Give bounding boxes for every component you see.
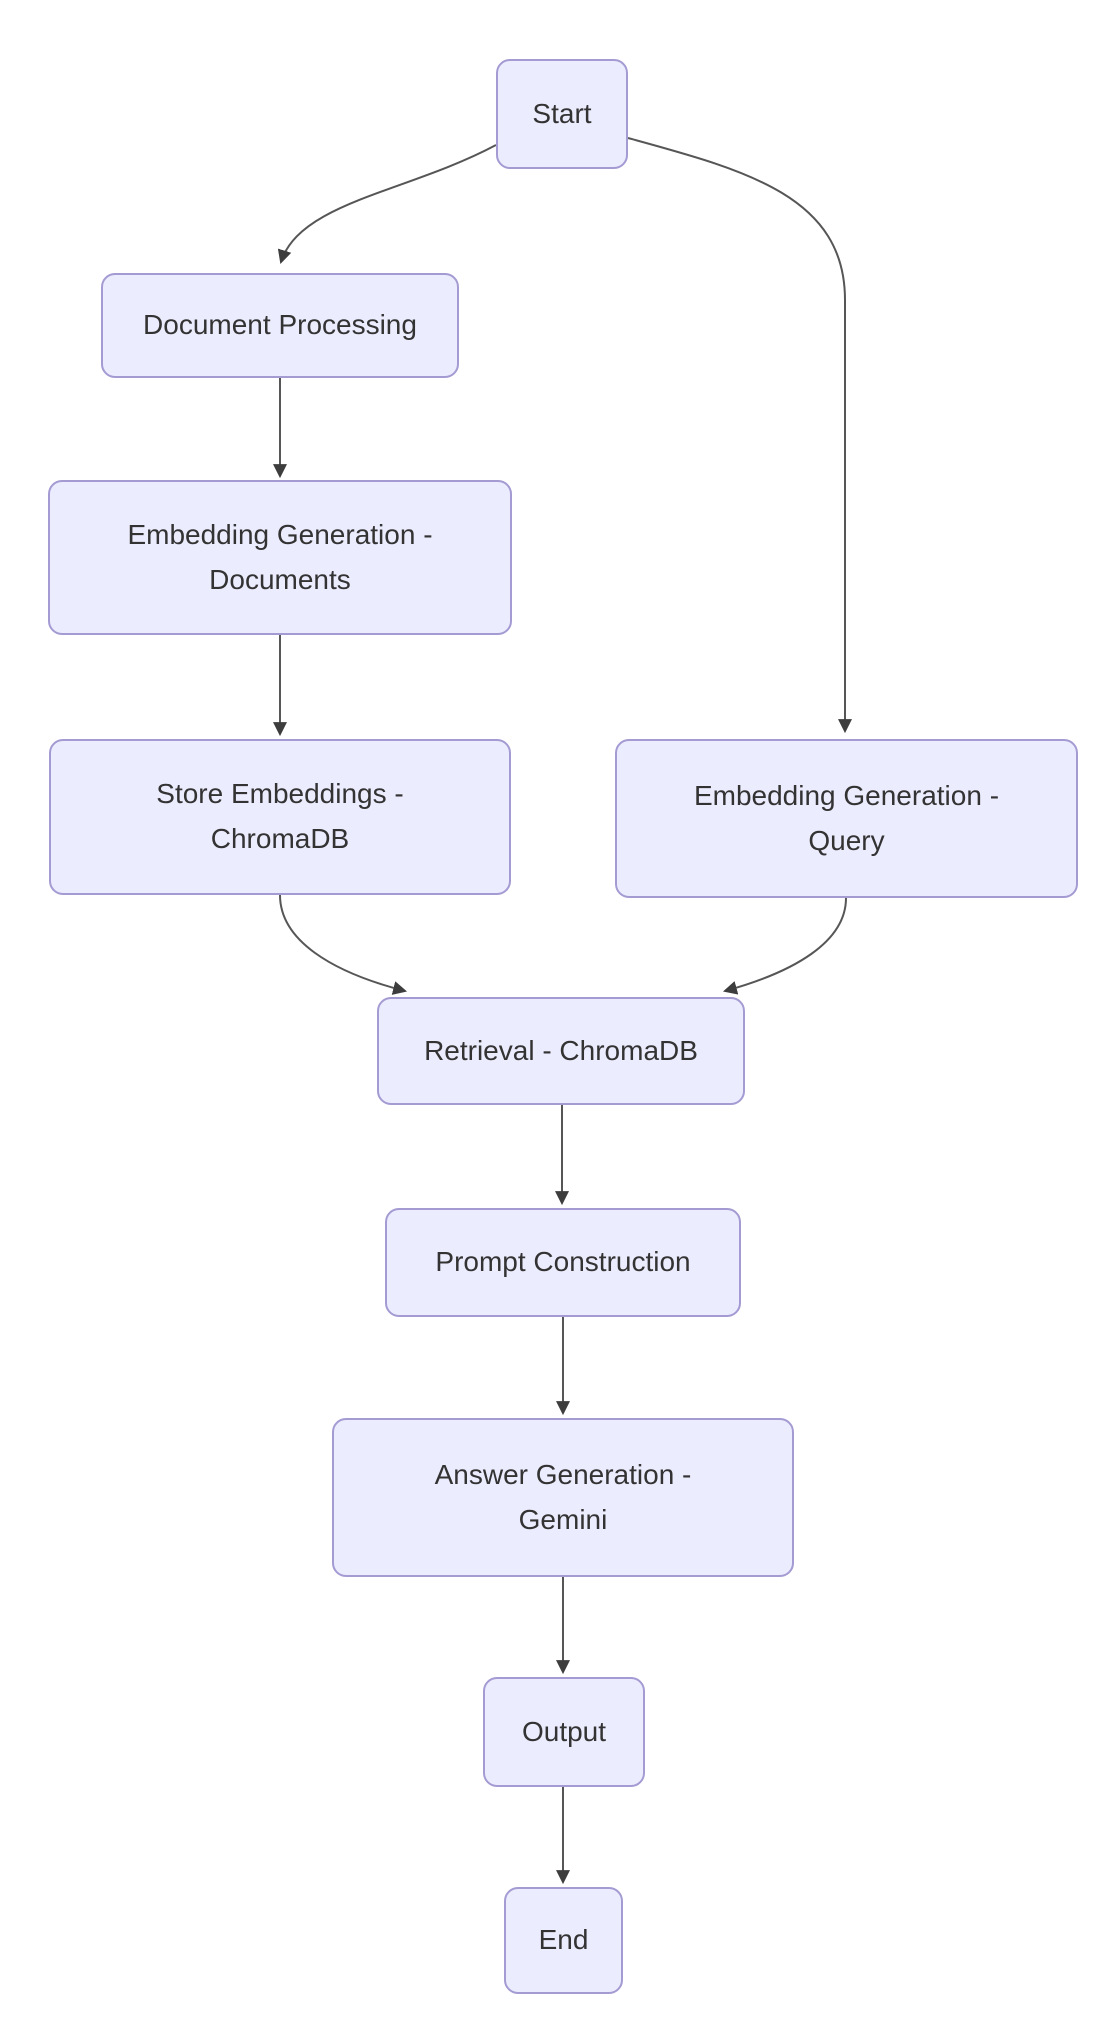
node-output-line-1: Output [521,1715,607,1747]
node-prompt-construction-line-1: Prompt Construction [435,1246,691,1278]
node-output: Output [483,1677,645,1787]
node-store-embeddings-chromadb-line-1: Store Embeddings - [156,778,404,810]
node-embedding-generation-query: Embedding Generation - Query [615,739,1078,898]
node-document-processing-label: Document Processing [143,303,417,348]
node-retrieval-chromadb-label: Retrieval - ChromaDB [424,1029,698,1074]
node-end-label: End [539,1918,589,1963]
node-answer-generation-gemini-line-2: Gemini [518,1503,608,1535]
edge-store-embeddings-to-retrieval [279,894,408,995]
node-document-processing: Document Processing [101,273,459,378]
node-embedding-generation-documents-label: Embedding Generation - Documents [127,513,432,603]
node-prompt-construction: Prompt Construction [385,1208,741,1317]
node-embedding-generation-query-line-1: Embedding Generation - [693,779,1000,811]
node-end: End [504,1887,623,1994]
node-embedding-generation-query-label: Embedding Generation - Query [694,774,999,864]
node-output-label: Output [522,1710,606,1755]
node-answer-generation-gemini-label: Answer Generation - Gemini [435,1453,692,1543]
node-prompt-construction-label: Prompt Construction [435,1240,690,1285]
edge-start-to-document-processing [277,144,497,265]
node-retrieval-chromadb-line-1: Retrieval - ChromaDB [424,1034,698,1066]
node-store-embeddings-chromadb-line-2: ChromaDB [210,823,350,854]
node-start-line-1: Start [532,97,592,129]
node-answer-generation-gemini: Answer Generation - Gemini [332,1418,794,1577]
node-embedding-generation-documents-line-1: Embedding Generation - [127,518,433,550]
node-store-embeddings-chromadb-label: Store Embeddings - ChromaDB [156,772,403,862]
node-answer-generation-gemini-line-1: Answer Generation - [434,1458,692,1490]
edge-start-to-embedding-generation-query [627,137,852,734]
node-store-embeddings-chromadb: Store Embeddings - ChromaDB [49,739,511,895]
node-embedding-generation-documents-line-2: Documents [209,563,351,595]
node-document-processing-line-1: Document Processing [143,309,417,341]
node-start: Start [496,59,628,169]
edge-embedding-generation-query-to-retrieval [722,897,847,995]
node-start-label: Start [532,92,591,137]
node-end-line-1: End [538,1924,589,1956]
node-retrieval-chromadb: Retrieval - ChromaDB [377,997,745,1105]
node-embedding-generation-query-line-2: Query [808,824,885,856]
node-embedding-generation-documents: Embedding Generation - Documents [48,480,512,635]
